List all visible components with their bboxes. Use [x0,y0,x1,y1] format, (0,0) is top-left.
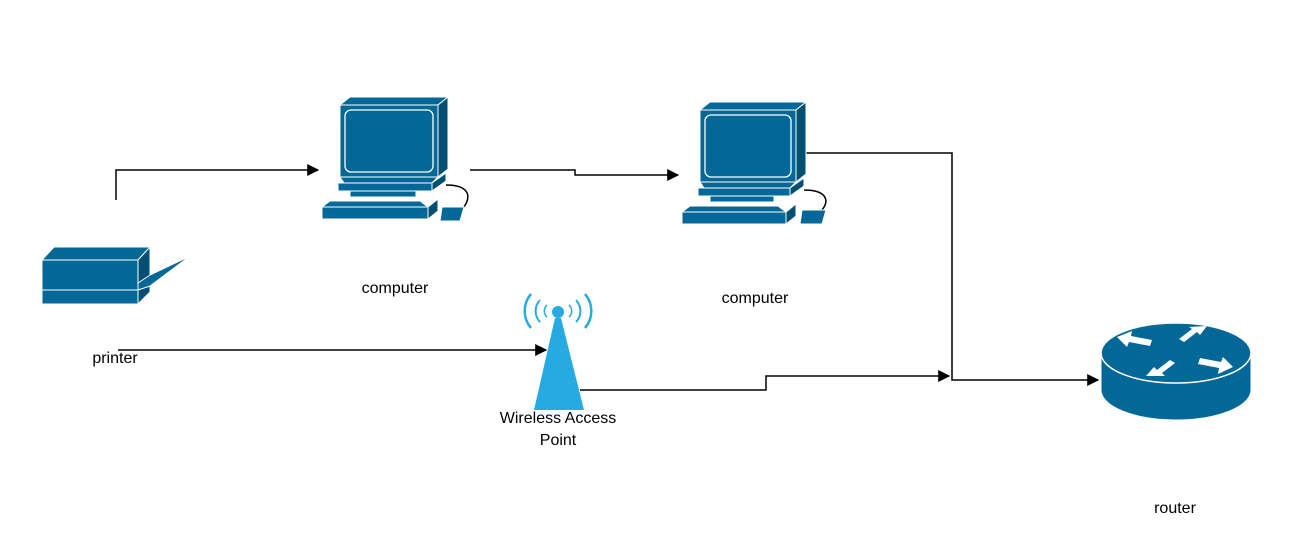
computer-2-label: computer [721,290,789,307]
router-icon[interactable] [1100,322,1252,421]
wap-label-line-2: Point [539,432,577,449]
computer-icon[interactable] [680,100,827,226]
printer-icon[interactable] [40,245,191,306]
computer-icon[interactable] [320,95,469,222]
edge-computer-2-to-router [806,152,1100,386]
edge-computer-1-to-computer-2 [470,169,680,181]
edge-wap-to-router [580,370,951,391]
wireless-access-point-icon[interactable] [523,293,593,410]
computer-1-label: computer [361,280,429,297]
printer-label: printer [92,350,138,367]
edge-printer-to-computer-1 [115,164,320,200]
router-label: router [1154,500,1196,517]
wap-label: Wireless Access Point [478,408,638,452]
wap-label-line-1: Wireless Access [499,410,617,427]
